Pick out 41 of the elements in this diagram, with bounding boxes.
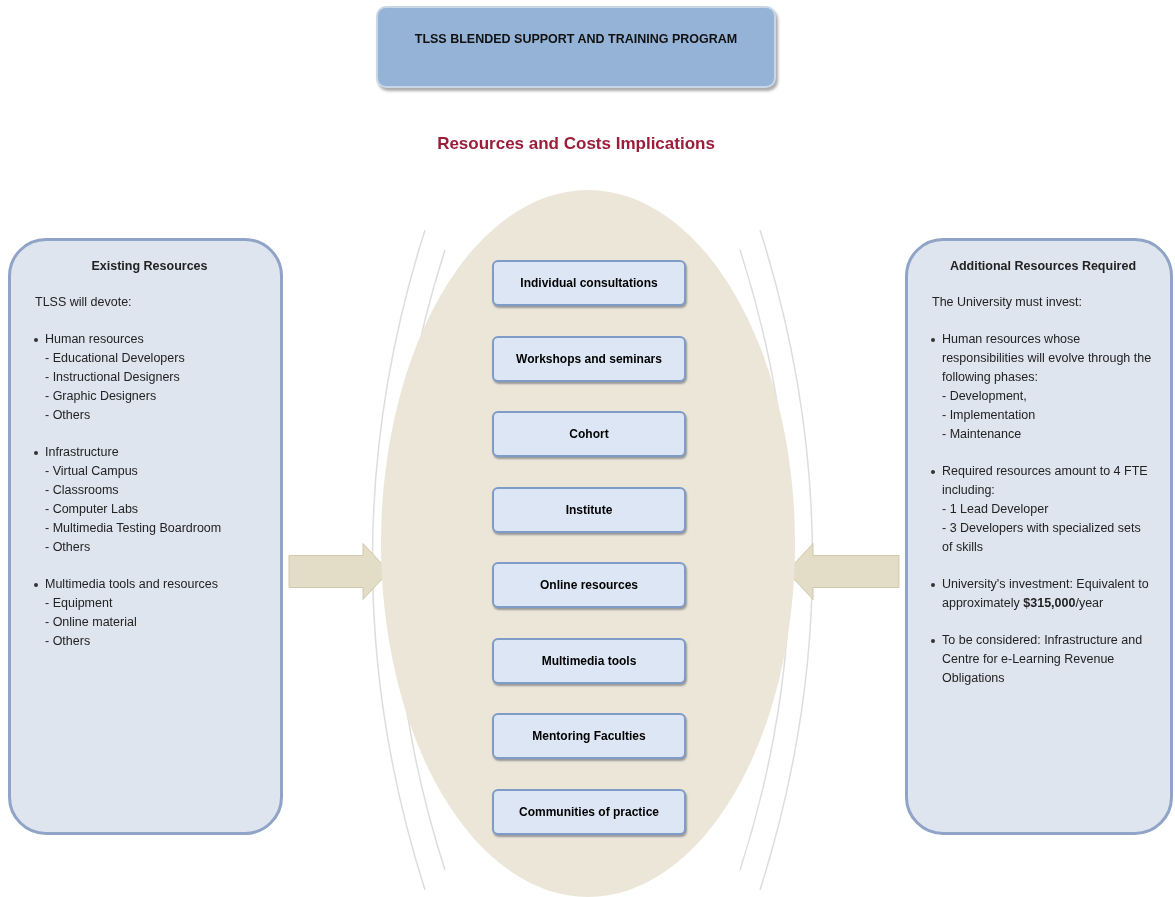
sub-item-text: - 1 Lead Developer — [941, 501, 1050, 518]
sub-item-text: - Instructional Designers — [44, 369, 181, 386]
bullet-item-text: Multimedia tools and resources — [35, 575, 264, 594]
sub-item-text: - Maintenance — [941, 426, 1023, 443]
panel-heading: Additional Resources Required — [948, 259, 1138, 273]
sub-item-text: - Equipment — [44, 595, 114, 612]
bullet-item-text: Human resources whose responsibilities will evolve through the following phases: — [932, 330, 1154, 387]
activity-box: Mentoring Faculties — [492, 713, 686, 759]
activity-box: Institute — [492, 486, 686, 533]
activity-box: Online resources — [492, 562, 686, 608]
sub-item-text: - Virtual Campus — [44, 463, 139, 480]
activity-box: Multimedia tools — [492, 637, 686, 684]
panel-heading: Existing Resources — [90, 259, 209, 273]
panel-intro: TLSS will devote: — [35, 294, 133, 311]
sub-item-text: - Multimedia Testing Boardroom — [44, 520, 223, 537]
panel-intro: The University must invest: — [932, 294, 1084, 311]
sub-item-text: - 3 Developers with specialized sets of skills — [941, 520, 1142, 556]
sub-item-text: - Classrooms — [44, 482, 120, 499]
resource-panel — [8, 238, 283, 835]
activity-box: Individual consultations — [492, 260, 686, 306]
sub-item-text: - Development, — [941, 388, 1028, 405]
bullet-item-text: Human resources — [35, 330, 264, 349]
sub-item-text: - Online material — [44, 614, 138, 631]
sub-item-text: - Others — [44, 633, 92, 650]
bullet-item-text: To be considered: Infrastructure and Centre for e-Learning Revenue Obligations — [932, 631, 1154, 688]
activity-box: Workshops and seminars — [492, 335, 686, 382]
activity-box: Communities of practice — [492, 788, 686, 835]
sub-item-text: - Others — [44, 539, 92, 556]
sub-item-text: - Computer Labs — [44, 501, 140, 518]
bullet-item-text: University's investment: Equivalent to approximately $315,000/year — [932, 575, 1154, 613]
subtitle: Resources and Costs Implications — [436, 134, 716, 154]
sub-item-text: - Graphic Designers — [44, 388, 158, 405]
activity-box: Cohort — [492, 411, 686, 457]
bullet-item-text: Required resources amount to 4 FTE including: — [932, 462, 1154, 500]
sub-item-text: - Implementation — [941, 407, 1037, 424]
resource-panel — [905, 238, 1173, 835]
sub-item-text: - Others — [44, 407, 92, 424]
sub-item-text: - Educational Developers — [44, 350, 186, 367]
bullet-item-text: Infrastructure — [35, 443, 264, 462]
header-box: TLSS BLENDED SUPPORT AND TRAINING PROGRAM — [376, 6, 776, 88]
ellipse-shape — [381, 190, 795, 897]
